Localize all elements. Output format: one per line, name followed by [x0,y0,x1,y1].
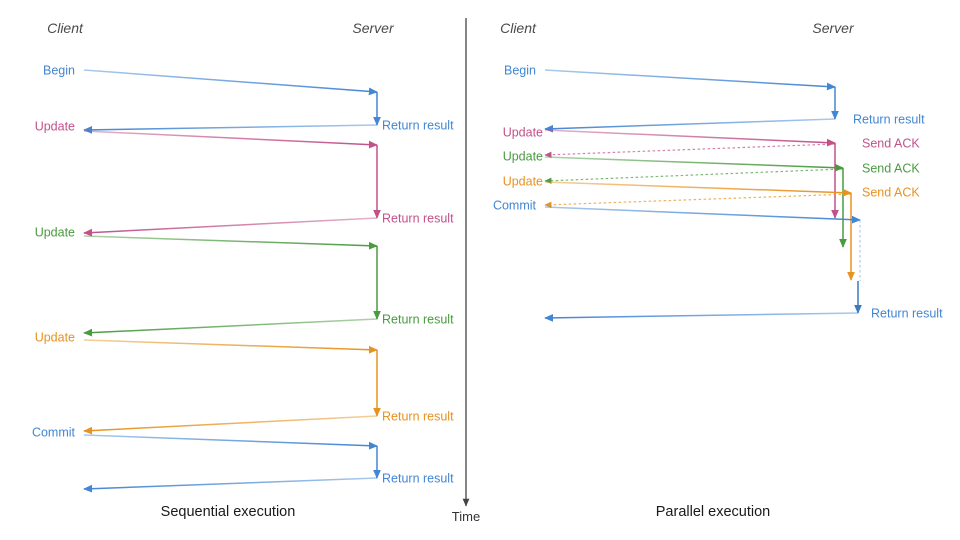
message-begin-request [544,69,836,91]
message-commit-request [544,206,861,224]
actor-header-client: Client [47,20,84,36]
message-update3-ack [544,193,852,208]
client-message-label: Update [503,174,543,188]
message-update1-request [544,129,836,147]
message-update2-request [83,235,378,250]
message-update3-request [544,181,852,197]
message-update2-return [83,318,378,337]
client-message-label: Update [503,125,543,139]
server-message-label: Return result [382,118,454,132]
client-message-label: Begin [504,63,536,77]
client-message-label: Commit [493,198,537,212]
client-message-label: Update [35,330,75,344]
time-axis-layer: Time [452,18,480,524]
client-message-label: Update [35,225,75,239]
message-update3-request [83,339,378,354]
actor-header-client: Client [500,20,537,36]
server-message-label: Return result [382,211,454,225]
message-update2-ack [544,168,844,184]
server-message-label: Return result [853,112,925,126]
client-message-label: Commit [32,425,76,439]
message-commit-request [83,434,378,450]
message-commit-return [544,312,859,322]
message-update2-request [544,156,844,172]
server-message-label: Send ACK [862,161,920,175]
server-message-label: Return result [871,306,943,320]
message-begin-request [83,69,378,96]
client-message-label: Begin [43,63,75,77]
message-update3-return [83,415,378,435]
server-message-label: Return result [382,409,454,423]
message-update1-request [83,130,378,149]
actor-header-server: Server [352,20,395,36]
actor-header-server: Server [812,20,855,36]
message-update1-ack [544,143,836,158]
time-axis-label: Time [452,509,480,524]
panel-caption-parallel: Parallel execution [656,504,770,520]
server-message-label: Return result [382,312,454,326]
message-begin-return [83,124,378,134]
client-message-label: Update [35,119,75,133]
message-begin-return [544,118,836,133]
message-commit-return [83,477,378,493]
server-message-label: Send ACK [862,136,920,150]
server-message-label: Return result [382,471,454,485]
message-update1-return [83,217,378,237]
panel-caption-sequential: Sequential execution [161,504,296,520]
client-message-label: Update [503,149,543,163]
server-message-label: Send ACK [862,185,920,199]
